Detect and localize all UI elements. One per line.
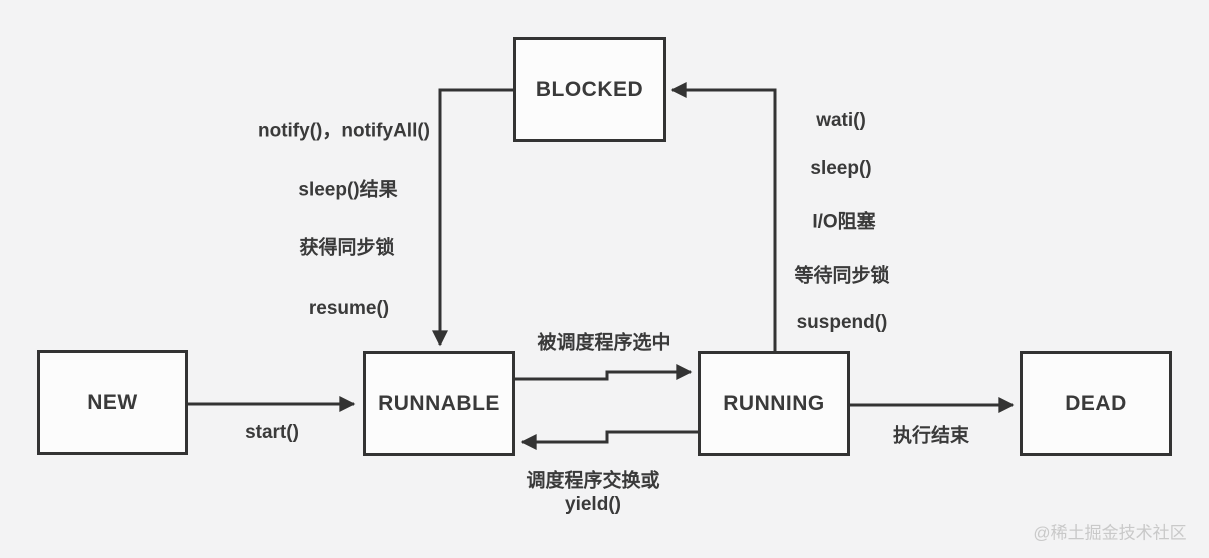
state-box-dead: DEAD — [1020, 351, 1172, 456]
state-box-blocked: BLOCKED — [513, 37, 666, 142]
arrow-running-to-blocked — [670, 82, 777, 351]
label-sleep-result: sleep()结果 — [298, 179, 398, 201]
label-acquire-lock: 获得同步锁 — [299, 237, 395, 259]
label-sleep: sleep() — [810, 158, 872, 179]
label-resume: resume() — [308, 298, 390, 319]
label-suspend: suspend() — [796, 312, 888, 333]
label-start: start() — [245, 422, 299, 443]
arrow-blocked-to-runnable — [432, 88, 513, 347]
arrow-running-to-runnable — [520, 430, 698, 450]
state-box-runnable: RUNNABLE — [363, 351, 515, 456]
arrow-runnable-to-running — [515, 364, 693, 381]
state-box-new: NEW — [37, 350, 188, 455]
label-wait-lock: 等待同步锁 — [794, 265, 890, 287]
label-notify-notifyall: notify()，notifyAll() — [257, 120, 431, 142]
label-io-block: I/O阻塞 — [812, 211, 876, 233]
state-box-running: RUNNING — [698, 351, 850, 456]
label-scheduler-selected: 被调度程序选中 — [537, 332, 671, 354]
label-wait: wati() — [816, 110, 866, 131]
label-scheduler-swap: 调度程序交换或 — [526, 470, 660, 492]
watermark: @稀土掘金技术社区 — [1033, 523, 1187, 543]
label-yield: yield() — [565, 494, 621, 515]
label-execution-finished: 执行结束 — [892, 425, 970, 447]
